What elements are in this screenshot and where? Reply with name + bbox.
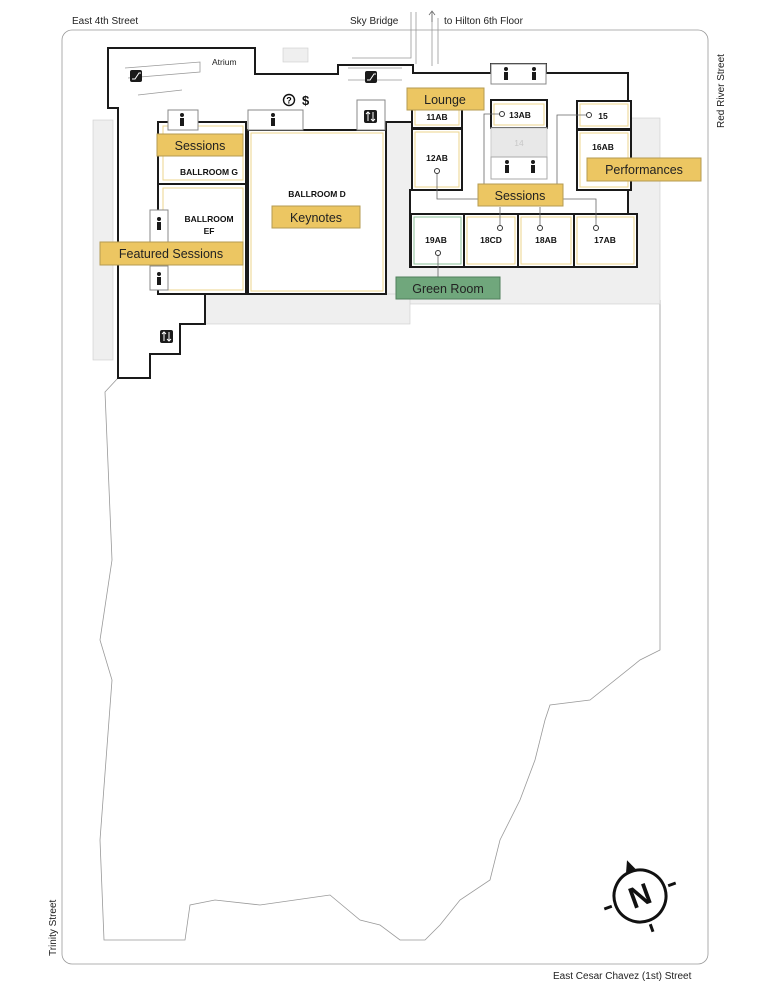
leader-lines: [436, 113, 597, 279]
hilton-label: to Hilton 6th Floor: [444, 16, 524, 27]
room-19ab-label: 19AB: [425, 235, 447, 245]
restroom-icon: [532, 67, 536, 80]
sky-bridge-path: [352, 12, 439, 66]
restroom-icon: [157, 272, 161, 285]
tag-performances[interactable]: Performances: [586, 157, 702, 182]
tag-green-room[interactable]: Green Room: [395, 276, 501, 300]
street-south: East Cesar Chavez (1st) Street: [553, 971, 692, 982]
room-18ab[interactable]: [517, 213, 575, 268]
restroom-icon: [271, 113, 275, 126]
svg-text:N: N: [624, 877, 656, 915]
room-18ab-label: 18AB: [535, 235, 557, 245]
svg-text:Featured Sessions: Featured Sessions: [119, 247, 223, 261]
atrium-label: Atrium: [212, 57, 237, 67]
room-17ab[interactable]: [573, 213, 638, 268]
svg-text:Lounge: Lounge: [424, 93, 466, 107]
room-19ab[interactable]: [410, 213, 465, 268]
restroom-ne: [490, 63, 547, 85]
tag-sessions-west[interactable]: Sessions: [156, 133, 244, 157]
svg-text:?: ?: [286, 96, 292, 106]
escalator-icon: [130, 70, 142, 82]
restroom-icon: [157, 217, 161, 230]
compass-icon: N: [603, 860, 677, 933]
service-area: [282, 47, 309, 63]
room-18cd-label: 18CD: [480, 235, 502, 245]
ballroom-ef[interactable]: [157, 183, 247, 295]
ballroom-ef-label: BALLROOM: [184, 214, 233, 224]
room-15-label: 15: [598, 111, 608, 121]
elevator-icon: [160, 330, 173, 343]
restroom-icon: [505, 160, 509, 173]
ballroom-g-label: BALLROOM G: [180, 167, 238, 177]
tag-featured-sessions[interactable]: Featured Sessions: [99, 241, 244, 266]
hilton-arrow: [428, 10, 436, 22]
room-18cd[interactable]: [463, 213, 519, 268]
room-markers: [434, 111, 599, 256]
room-14-label: 14: [514, 138, 524, 148]
restroom-icon: [180, 113, 184, 126]
site-boundary: [61, 29, 709, 965]
svg-text:Sessions: Sessions: [175, 139, 226, 153]
room-13ab-label: 13AB: [509, 110, 531, 120]
svg-text:Keynotes: Keynotes: [290, 211, 342, 225]
ballroom-d-label: BALLROOM D: [288, 189, 346, 199]
west-service: [92, 119, 114, 361]
svg-text:Green Room: Green Room: [412, 282, 484, 296]
street-north: East 4th Street: [72, 16, 138, 27]
tag-sessions-east[interactable]: Sessions: [477, 183, 564, 207]
room-16ab-label: 16AB: [592, 142, 614, 152]
room-11ab-label: 11AB: [426, 112, 447, 122]
elevator-icon: [356, 99, 386, 131]
svg-text:Sessions: Sessions: [495, 189, 546, 203]
svg-text:Performances: Performances: [605, 163, 683, 177]
street-west: Trinity Street: [48, 899, 59, 956]
street-east: Red River Street: [716, 54, 727, 128]
restroom-n: [247, 109, 304, 131]
restroom-icon: [531, 160, 535, 173]
escalator-ramp: [124, 61, 201, 96]
escalator-icon: [365, 71, 377, 83]
tag-lounge[interactable]: Lounge: [406, 87, 485, 111]
restroom-center: [490, 156, 548, 180]
room-12ab-label: 12AB: [426, 153, 448, 163]
restroom-icon: [504, 67, 508, 80]
room-17ab-label: 17AB: [594, 235, 616, 245]
building-footprint: [99, 300, 661, 941]
atm-icon: $: [302, 93, 310, 108]
ballroom-ef-label-2: EF: [204, 226, 215, 236]
info-desk-icon: ?: [282, 93, 296, 107]
tag-keynotes[interactable]: Keynotes: [271, 205, 361, 229]
sky-bridge-label: Sky Bridge: [350, 16, 399, 27]
